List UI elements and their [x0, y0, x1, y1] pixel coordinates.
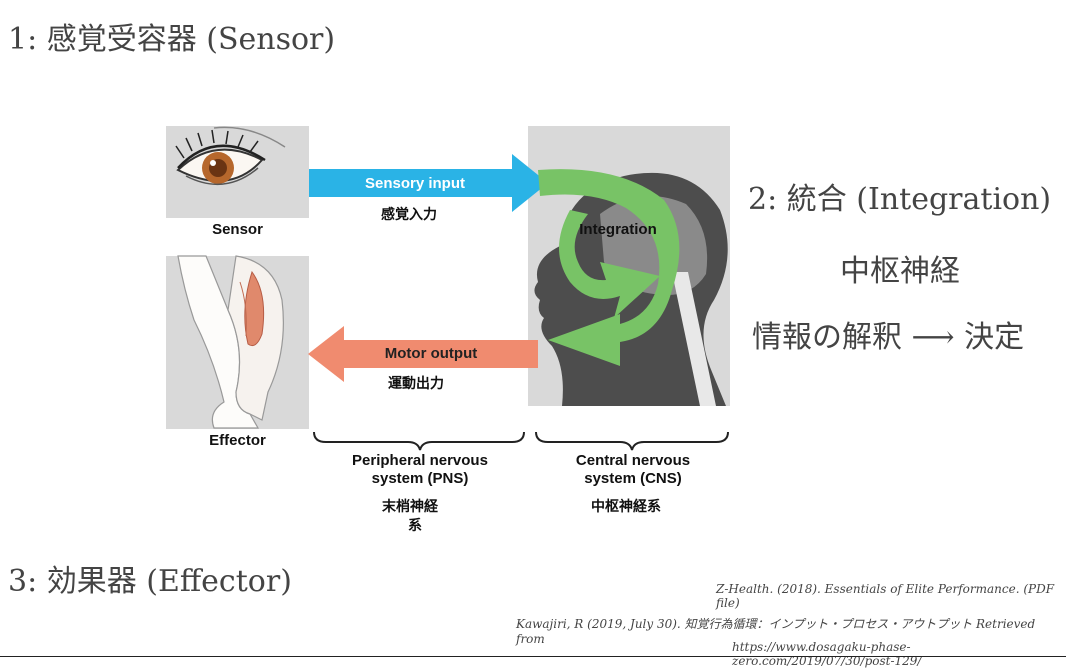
cns-panel: [528, 126, 730, 406]
heading-sensor: 1: 感覚受容器 (Sensor): [8, 22, 336, 57]
reference-zhealth: Z-Health. (2018). Essentials of Elite Pe…: [716, 582, 1055, 610]
bottom-divider: [0, 656, 1066, 657]
sensory-input-arrow: [309, 154, 548, 212]
integration-subtitle-decision: 情報の解釈 ⟶ 決定: [752, 320, 1025, 355]
cns-jp-label: 中枢神経系: [591, 499, 661, 515]
cns-label-line1: Central nervous: [575, 452, 691, 469]
integration-loop-arrow: [538, 169, 680, 366]
heading-effector: 3: 効果器 (Effector): [8, 564, 292, 599]
pns-brace: [313, 431, 525, 451]
sensory-input-jp-label: 感覚入力: [381, 207, 437, 223]
pns-jp-label-line1: 末梢神経: [382, 499, 438, 515]
leg-muscle-icon: [177, 255, 284, 429]
motor-output-arrow: [308, 326, 538, 382]
reference-url[interactable]: https://www.dosagaku-phase-zero.com/2019…: [732, 640, 922, 668]
pns-label-line2: system (PNS): [371, 470, 469, 487]
effector-label: Effector: [209, 432, 266, 449]
cns-label-line2: system (CNS): [584, 470, 682, 487]
pns-jp-label-line2: 系: [408, 518, 422, 534]
reference-kawajiri: Kawajiri, R (2019, July 30). 知覚行為循環：インプッ…: [516, 617, 1036, 646]
integration-subtitle-cns: 中枢神経: [840, 254, 960, 289]
integration-label: Integration: [579, 221, 657, 238]
cns-brace: [535, 431, 729, 451]
sensor-label: Sensor: [212, 221, 263, 238]
motor-output-label: Motor output: [384, 345, 478, 362]
sensory-input-label: Sensory input: [364, 175, 465, 192]
pns-label-line1: Peripheral nervous: [352, 452, 488, 469]
sensor-panel: [166, 126, 309, 218]
motor-output-jp-label: 運動出力: [388, 376, 444, 392]
heading-integration: 2: 統合 (Integration): [748, 182, 1052, 217]
effector-panel: [166, 255, 309, 429]
eye-icon: [175, 126, 286, 186]
